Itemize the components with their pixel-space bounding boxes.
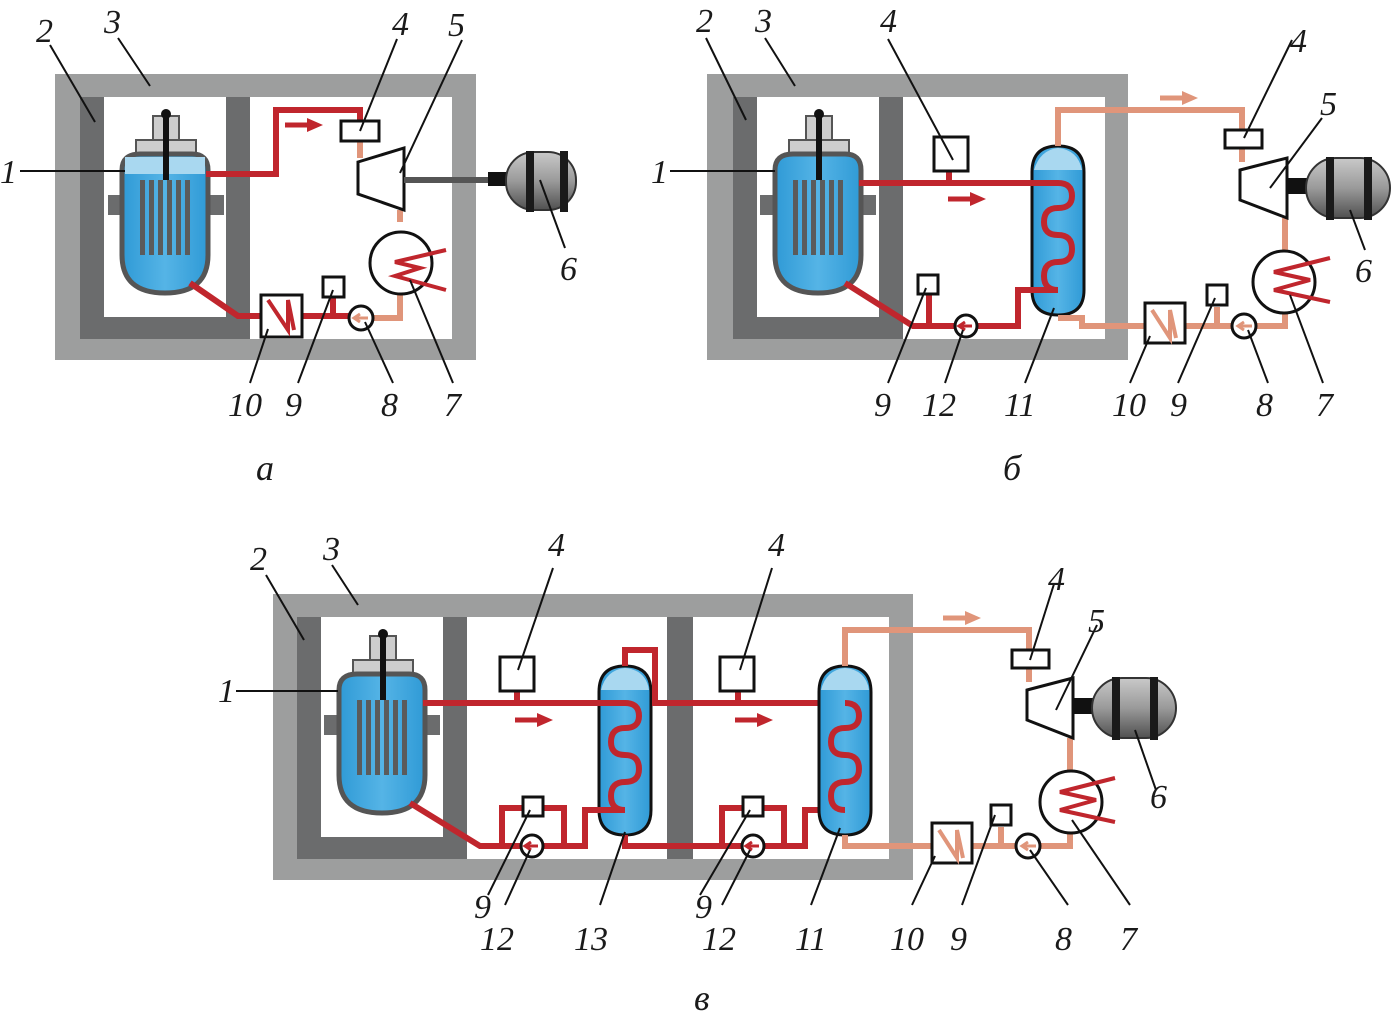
label-5: 5 bbox=[1088, 603, 1105, 640]
sensor-9 bbox=[1205, 283, 1229, 307]
sensor-4 bbox=[932, 135, 970, 173]
sensor-9 bbox=[916, 273, 940, 296]
label-12b: 12 bbox=[702, 921, 736, 958]
label-12: 12 bbox=[922, 387, 956, 424]
caption-a: а bbox=[256, 448, 274, 488]
sensor-9 bbox=[741, 795, 765, 818]
label-9: 9 bbox=[474, 889, 491, 926]
panel-b: 1 2 3 4 4 5 6 7 8 9 10 11 12 9 б bbox=[651, 3, 1391, 488]
label-10: 10 bbox=[1112, 387, 1146, 424]
label-8: 8 bbox=[1055, 921, 1072, 958]
label-4: 4 bbox=[880, 3, 897, 40]
pump-8 bbox=[347, 304, 375, 332]
turbine bbox=[1025, 676, 1075, 741]
label-12: 12 bbox=[480, 921, 514, 958]
flow-arrow bbox=[1160, 91, 1198, 105]
reactor-vessel bbox=[772, 109, 864, 296]
generator bbox=[1091, 677, 1177, 740]
label-1: 1 bbox=[218, 673, 235, 710]
heater-10 bbox=[259, 293, 304, 339]
pump-12 bbox=[740, 833, 766, 859]
label-7: 7 bbox=[444, 387, 463, 424]
sensor-9 bbox=[321, 275, 346, 299]
label-9: 9 bbox=[874, 387, 891, 424]
label-9b: 9 bbox=[1170, 387, 1187, 424]
sensor-4 bbox=[498, 655, 536, 693]
label-4: 4 bbox=[392, 6, 409, 43]
condenser bbox=[368, 230, 447, 296]
sensor-4 bbox=[1223, 128, 1264, 150]
pump-8 bbox=[1230, 312, 1258, 340]
label-8: 8 bbox=[1256, 387, 1273, 424]
label-3: 3 bbox=[103, 4, 121, 41]
label-5: 5 bbox=[448, 7, 465, 44]
label-10: 10 bbox=[228, 387, 262, 424]
label-9: 9 bbox=[285, 387, 302, 424]
pump-8 bbox=[1014, 832, 1042, 860]
label-2: 2 bbox=[36, 13, 53, 50]
reactor-vessel bbox=[119, 109, 211, 296]
label-7: 7 bbox=[1120, 921, 1139, 958]
heater-10 bbox=[1143, 301, 1187, 345]
pump-12 bbox=[953, 313, 979, 339]
reactor-vessel bbox=[336, 629, 428, 816]
generator bbox=[1305, 157, 1391, 220]
label-9b: 9 bbox=[695, 889, 712, 926]
label-1: 1 bbox=[0, 154, 17, 191]
label-6: 6 bbox=[1355, 253, 1372, 290]
label-4c: 4 bbox=[1048, 561, 1065, 598]
label-10: 10 bbox=[890, 921, 924, 958]
turbine bbox=[1238, 156, 1289, 221]
label-13: 13 bbox=[574, 921, 608, 958]
intermediate-wall bbox=[667, 617, 693, 859]
label-3: 3 bbox=[754, 3, 772, 40]
turbine bbox=[356, 145, 406, 213]
label-7: 7 bbox=[1316, 387, 1335, 424]
label-4: 4 bbox=[548, 527, 565, 564]
label-1: 1 bbox=[651, 154, 668, 191]
sensor-9 bbox=[521, 795, 545, 818]
label-5: 5 bbox=[1320, 86, 1337, 123]
sensor-9 bbox=[989, 803, 1013, 827]
pump-12 bbox=[519, 833, 545, 859]
condenser bbox=[1038, 769, 1116, 835]
sensor-4 bbox=[718, 655, 756, 693]
label-2: 2 bbox=[250, 541, 267, 578]
caption-c: в bbox=[694, 978, 710, 1017]
label-4b: 4 bbox=[1290, 23, 1307, 60]
caption-b: б bbox=[1003, 448, 1023, 488]
label-6: 6 bbox=[1150, 779, 1167, 816]
label-8: 8 bbox=[381, 387, 398, 424]
return-pipe bbox=[188, 280, 355, 319]
label-11: 11 bbox=[1004, 387, 1035, 424]
label-9c: 9 bbox=[950, 921, 967, 958]
label-2: 2 bbox=[696, 3, 713, 40]
steam-pipe bbox=[206, 107, 363, 177]
label-11: 11 bbox=[795, 921, 826, 958]
label-4b: 4 bbox=[768, 527, 785, 564]
label-6: 6 bbox=[560, 251, 577, 288]
label-3: 3 bbox=[322, 531, 340, 568]
panel-a: 1 2 3 4 5 6 7 8 9 10 а bbox=[0, 4, 577, 488]
flow-arrow bbox=[943, 611, 981, 625]
heater-10 bbox=[930, 821, 974, 865]
panel-c: 1 2 3 4 4 4 5 6 7 8 9 10 11 12 9 13 12 9… bbox=[218, 527, 1177, 1017]
condenser bbox=[1251, 249, 1331, 315]
